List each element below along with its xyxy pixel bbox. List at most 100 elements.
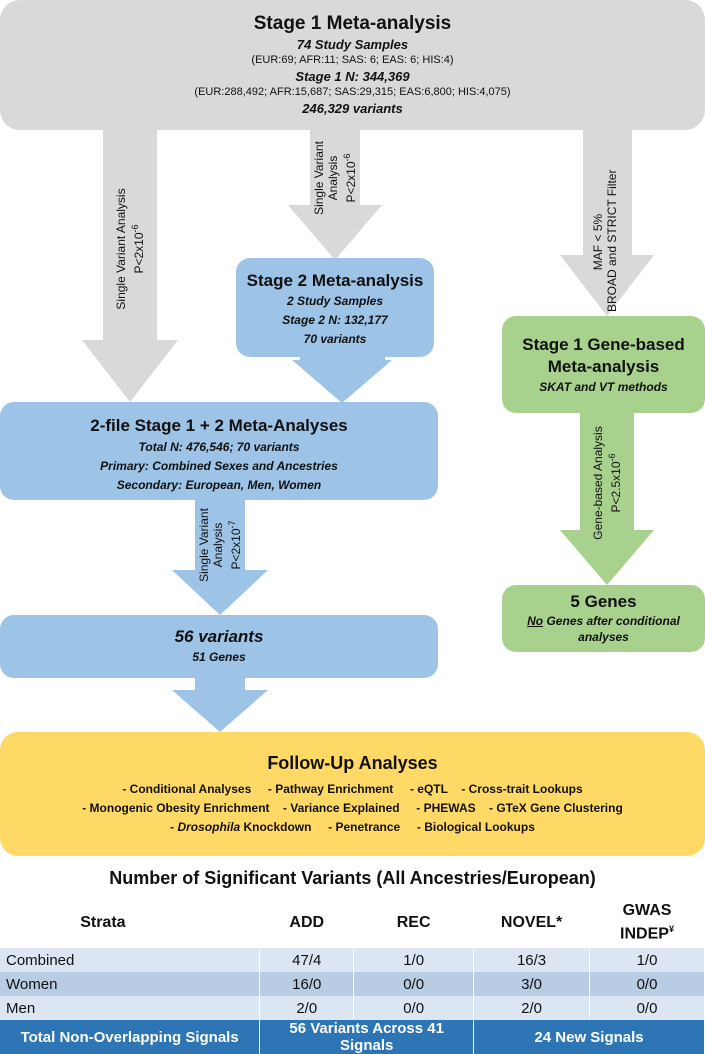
- stage2-samples: 2 Study Samples: [286, 294, 384, 308]
- arrow-right-maf-filter: [560, 128, 654, 316]
- followup-drosophila-italic: Drosophila: [177, 820, 241, 834]
- genebased-box: Stage 1 Gene-based Meta-analysis SKAT an…: [502, 316, 705, 413]
- variants56-box: 56 variants 51 Genes: [0, 615, 438, 678]
- arrow-center-label-line2: Analysis: [211, 522, 225, 568]
- stage2-title: Stage 2 Meta-analysis: [246, 271, 424, 290]
- arrow-gene-label-line1: Gene-based Analysis: [591, 426, 605, 540]
- arrow-left-p: P<2x10: [132, 232, 146, 274]
- header-rec: REC: [396, 914, 431, 931]
- arrow-center-exp: -7: [227, 520, 237, 529]
- genebased-title-line1: Stage 1 Gene-based: [522, 335, 685, 354]
- cell-men-novel: 2/0: [473, 996, 591, 1020]
- variants56-title: 56 variants: [174, 627, 264, 646]
- followup-item-monogenic: - Monogenic Obesity Enrichment: [82, 801, 270, 815]
- header-indep: INDEP: [620, 925, 669, 943]
- arrow-middle-p: P<2x10: [344, 161, 358, 203]
- header-strata: Strata: [80, 914, 126, 931]
- followup-item-gtex: - GTeX Gene Clustering: [488, 801, 623, 815]
- combined-secondary: Secondary: European, Men, Women: [116, 478, 322, 492]
- arrow-middle-label: Single Variant Analysis P<2x10-6: [312, 133, 358, 223]
- table-row-combined: Combined 47/4 1/0 16/3 1/0: [0, 948, 705, 972]
- table-row-total: Total Non-Overlapping Signals 56 Variant…: [0, 1020, 705, 1054]
- followup-row2: - Monogenic Obesity Enrichment - Varianc…: [0, 799, 705, 818]
- stage2-box: Stage 2 Meta-analysis 2 Study Samples St…: [236, 258, 434, 357]
- cell-women-strata: Women: [0, 972, 261, 996]
- cell-total-new: 24 New Signals: [473, 1020, 705, 1054]
- arrow-middle-label-line3: P<2x10-6: [340, 133, 358, 223]
- cell-combined-add: 47/4: [259, 948, 355, 972]
- stage1-n-breakdown: (EUR:288,492; AFR:15,687; SAS:29,315; EA…: [194, 86, 511, 98]
- table-header-row: Strata ADD REC NOVEL* GWAS INDEP¥: [0, 898, 705, 948]
- cell-men-add: 2/0: [259, 996, 355, 1020]
- cell-combined-gwas: 1/0: [589, 948, 705, 972]
- arrow-center-label-line3: P<2x10-7: [225, 500, 243, 590]
- table-row-women: Women 16/0 0/0 3/0 0/0: [0, 972, 705, 996]
- header-novel: NOVEL*: [500, 914, 563, 931]
- stage1-variants: 246,329 variants: [302, 101, 403, 116]
- followup-drosophila-post: Knockdown: [240, 820, 312, 834]
- header-yen: ¥: [668, 924, 674, 935]
- arrow-gene-label: Gene-based Analysis P<2.5x10-6: [591, 418, 623, 548]
- followup-item-pathway: - Pathway Enrichment: [267, 782, 394, 796]
- followup-row1: - Conditional Analyses - Pathway Enrichm…: [0, 780, 705, 799]
- cell-combined-strata: Combined: [0, 948, 261, 972]
- arrow-center-p: P<2x10: [229, 528, 243, 570]
- followup-item-conditional: - Conditional Analyses: [122, 782, 252, 796]
- arrow-stage2-down: [292, 357, 392, 403]
- arrow-left-single-variant: [82, 128, 178, 402]
- header-gwas: GWAS: [622, 902, 672, 920]
- arrow-left-label-line2: P<2x10-6: [128, 174, 146, 324]
- cell-women-novel: 3/0: [473, 972, 591, 996]
- variants56-genes: 51 Genes: [192, 650, 246, 664]
- combined-meta-box: 2-file Stage 1 + 2 Meta-Analyses Total N…: [0, 402, 438, 500]
- arrow-center-single-variant: [172, 500, 268, 615]
- arrow-right-label-line2: BROAD and STRICT Filter: [605, 169, 619, 312]
- stage1-title: Stage 1 Meta-analysis: [253, 13, 452, 34]
- cell-total-label: Total Non-Overlapping Signals: [0, 1020, 261, 1054]
- arrow-middle-exp: -6: [342, 153, 352, 162]
- five-genes-box: 5 Genes No Genes after conditional analy…: [502, 585, 705, 652]
- five-genes-note: No Genes after conditional: [502, 613, 705, 629]
- arrow-gene-based: [560, 413, 654, 585]
- cell-women-gwas: 0/0: [589, 972, 705, 996]
- arrow-gene-label-line2: P<2.5x10-6: [605, 418, 623, 548]
- arrow-left-exp: -6: [130, 224, 140, 233]
- stage1-samples-breakdown: (EUR:69; AFR:11; SAS: 6; EAS: 6; HIS:4): [251, 54, 454, 66]
- followup-item-eqtl: - eQTL: [409, 782, 448, 796]
- arrow-left-label: Single Variant Analysis P<2x10-6: [114, 174, 146, 324]
- cell-combined-novel: 16/3: [473, 948, 591, 972]
- followup-item-crosstrait: - Cross-trait Lookups: [461, 782, 583, 796]
- arrow-right-label-line1: MAF < 5%: [591, 213, 605, 271]
- results-table: Strata ADD REC NOVEL* GWAS INDEP¥ Combin…: [0, 898, 705, 1054]
- five-genes-rest2: analyses: [578, 630, 629, 644]
- followup-item-variance: - Variance Explained: [282, 801, 400, 815]
- combined-primary: Primary: Combined Sexes and Ancestries: [100, 459, 338, 473]
- stage2-n: Stage 2 N: 132,177: [282, 313, 388, 327]
- cell-combined-rec: 1/0: [353, 948, 475, 972]
- arrow-center-label-line1: Single Variant: [197, 508, 211, 582]
- stage1-box: Stage 1 Meta-analysis 74 Study Samples (…: [0, 0, 705, 130]
- five-genes-no: No: [527, 614, 544, 628]
- followup-box: Follow-Up Analyses - Conditional Analyse…: [0, 732, 705, 856]
- table-title: Number of Significant Variants (All Ance…: [109, 868, 596, 888]
- arrow-gene-p: P<2.5x10: [609, 461, 623, 513]
- five-genes-rest1: Genes after conditional: [543, 614, 680, 628]
- followup-item-penetrance: - Penetrance: [328, 820, 401, 834]
- combined-title: 2-file Stage 1 + 2 Meta-Analyses: [90, 416, 348, 435]
- header-gwas-indep: GWAS INDEP¥: [590, 898, 705, 948]
- cell-men-strata: Men: [0, 996, 261, 1020]
- arrow-gene-exp: -6: [607, 453, 617, 462]
- followup-title: Follow-Up Analyses: [267, 753, 438, 773]
- cell-total-variants: 56 Variants Across 41 Signals: [259, 1020, 475, 1054]
- arrow-right-label: MAF < 5% BROAD and STRICT Filter: [591, 169, 623, 312]
- five-genes-title: 5 Genes: [570, 592, 637, 611]
- followup-item-biological: - Biological Lookups: [416, 820, 535, 834]
- genebased-title-line2: Meta-analysis: [547, 357, 660, 376]
- followup-item-drosophila: - Drosophila Knockdown: [170, 820, 311, 834]
- cell-men-gwas: 0/0: [589, 996, 705, 1020]
- stage1-n: Stage 1 N: 344,369: [295, 69, 410, 84]
- followup-item-phewas: - PHEWAS: [416, 801, 476, 815]
- cell-women-rec: 0/0: [353, 972, 475, 996]
- table-row-men: Men 2/0 0/0 2/0 0/0: [0, 996, 705, 1020]
